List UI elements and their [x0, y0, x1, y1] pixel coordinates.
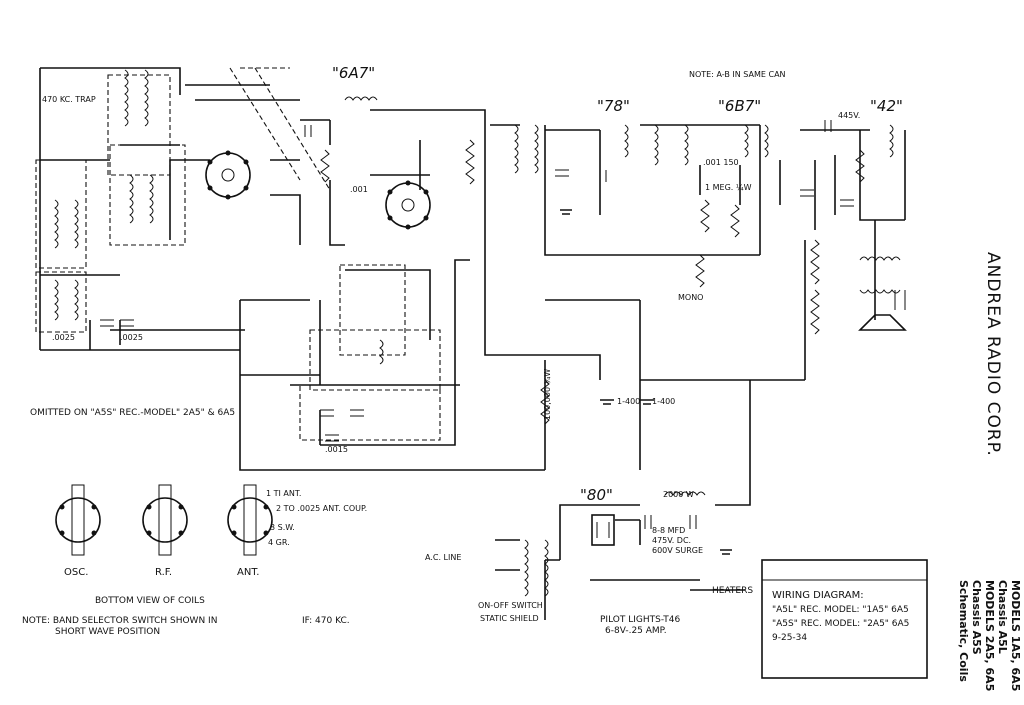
- band-note-line1: NOTE: BAND SELECTOR SWITCH SHOWN IN: [22, 616, 217, 626]
- can-note: NOTE: A-B IN SAME CAN: [689, 70, 786, 79]
- band-note-line2: SHORT WAVE POSITION: [55, 627, 160, 637]
- b400-a: 1-400: [617, 397, 640, 406]
- coil-view-ant: [227, 484, 273, 556]
- tube-label-80: "80": [580, 486, 613, 504]
- ac-line-label: A.C. LINE: [425, 553, 461, 562]
- heaters-label: HEATERS: [712, 586, 753, 596]
- res-100k: 100,000 ¼W: [543, 369, 552, 420]
- coils: [54, 69, 901, 597]
- tube-label-6a7: "6A7": [332, 64, 375, 82]
- shield-outlines: [35, 67, 441, 441]
- side-chassis-2: Chassis A5S: [970, 580, 983, 655]
- res-2000: 2000 W: [663, 490, 694, 499]
- static-shield-label: STATIC SHIELD: [480, 614, 539, 623]
- cap-001: .001: [350, 185, 368, 194]
- side-schematic: Schematic, Coils: [957, 580, 970, 682]
- tube-80-rectifier: [591, 514, 615, 546]
- b400-b: 1-400: [652, 397, 675, 406]
- corp-name: ANDREA RADIO CORP.: [983, 252, 1003, 457]
- coil-view-osc: [55, 484, 101, 556]
- cap-475v: 475V. DC.: [652, 536, 691, 545]
- title-block: WIRING DIAGRAM: "A5L" REC. MODEL: "1A5" …: [761, 559, 928, 679]
- tube-socket-6a7: [205, 150, 251, 200]
- grounds: [560, 209, 732, 555]
- cap-0025-a: .0025: [52, 333, 75, 342]
- surge-rating: 600V SURGE: [652, 546, 703, 555]
- coil-view-rf: [142, 484, 188, 556]
- side-chassis-1: Chassis A5L: [996, 580, 1009, 654]
- cap-0015: .0015: [325, 445, 348, 454]
- trap-label: 470 KC. TRAP: [42, 95, 96, 104]
- on-off-switch-label: ON-OFF SWITCH: [478, 601, 543, 610]
- tube-label-42: "42": [870, 97, 903, 115]
- title-block-date: 9-25-34: [772, 633, 807, 643]
- ant-pin4: 4 GR.: [268, 538, 290, 547]
- res-1meg: 1 MEG. ¼W: [705, 183, 752, 192]
- title-block-line3: "A5S" REC. MODEL: "2A5" 6A5: [772, 619, 909, 629]
- tube-socket-6d6: [385, 180, 431, 230]
- side-models-2: MODELS 2A5, 6A5: [983, 580, 996, 691]
- pilot-lights-line1: PILOT LIGHTS-T46: [600, 615, 680, 625]
- side-models-1: MODELS 1A5, 6A5: [1009, 580, 1022, 691]
- if-note: IF: 470 KC.: [302, 616, 350, 626]
- omitted-note: OMITTED ON "A5S" REC.-MODEL" 2A5" & 6A5: [30, 408, 235, 418]
- mono-label: MONO: [678, 293, 703, 302]
- speaker: [858, 290, 907, 331]
- pilot-lights-line2: 6-8V-.25 AMP.: [605, 626, 667, 636]
- coil-label-osc: OSC.: [64, 567, 88, 578]
- tube-label-78: "78": [597, 97, 630, 115]
- cap-8-8: 8-8 MFD: [652, 526, 685, 535]
- coil-label-rf: R.F.: [155, 567, 172, 578]
- resistors: [320, 139, 865, 425]
- title-block-line1: WIRING DIAGRAM:: [772, 590, 864, 601]
- cap-001-150: .001 150: [703, 158, 739, 167]
- ant-pin2: 2 TO .0025 ANT. COUP.: [276, 504, 367, 513]
- capacitors: [100, 120, 854, 529]
- tube-label-6b7: "6B7": [718, 97, 761, 115]
- title-block-line2: "A5L" REC. MODEL: "1A5" 6A5: [772, 605, 909, 615]
- cap-0025-b: .0025: [120, 333, 143, 342]
- coil-label-ant: ANT.: [237, 567, 259, 578]
- coils-title: BOTTOM VIEW OF COILS: [95, 596, 205, 606]
- ant-pin1: 1 TI ANT.: [266, 489, 301, 498]
- volt-445: 445V.: [838, 111, 860, 120]
- ant-pin3: 3 S.W.: [270, 523, 295, 532]
